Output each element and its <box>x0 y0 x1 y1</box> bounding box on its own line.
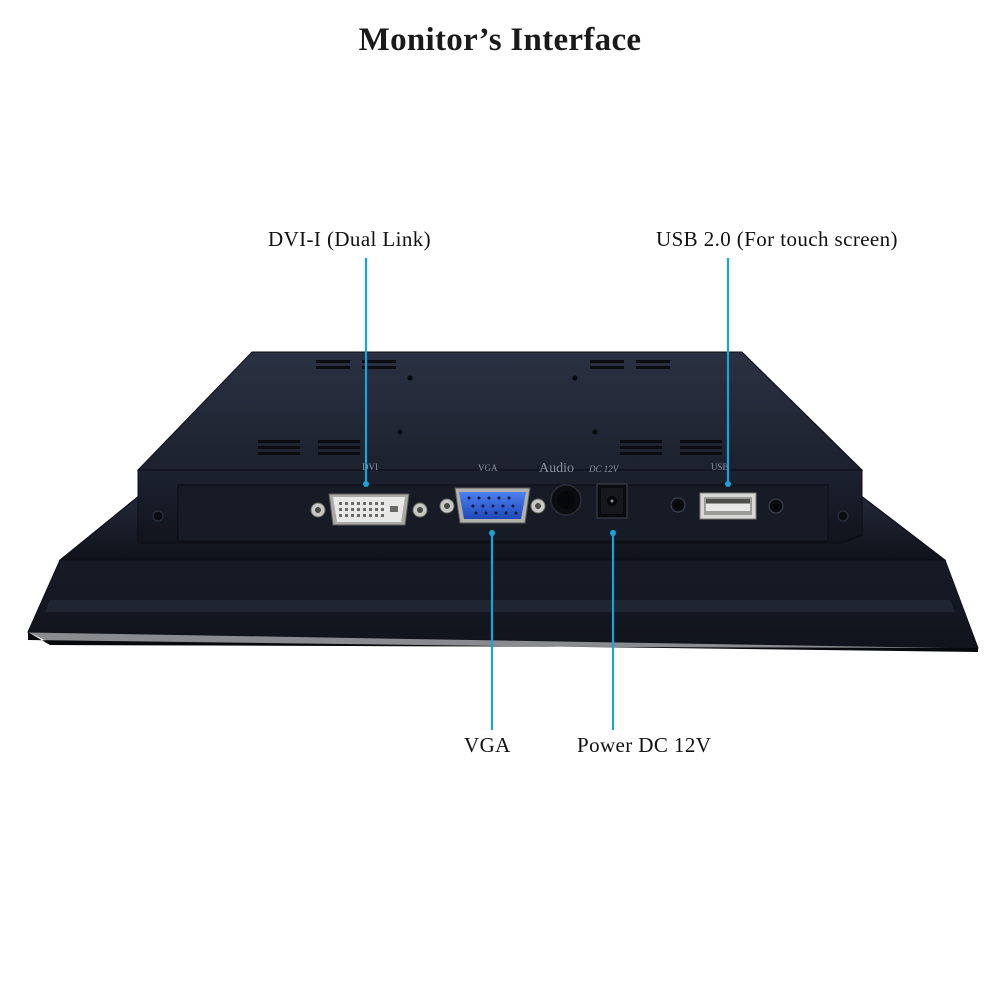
dvi-connector <box>310 493 428 526</box>
vga-callout-label: VGA <box>464 733 511 757</box>
usb-port-label: USB <box>711 462 729 472</box>
usb-connector <box>699 492 757 520</box>
panel-screws <box>152 510 849 522</box>
chassis-top <box>136 351 864 471</box>
vga-port-label: VGA <box>478 463 498 473</box>
callout-dots <box>363 481 731 536</box>
dc-power-jack <box>596 483 628 519</box>
chassis-screws-top <box>397 375 598 435</box>
dc-port-label: DC 12V <box>588 464 620 474</box>
usb-callout-label: USB 2.0 (For touch screen) <box>656 227 898 251</box>
dvi-callout-label: DVI-I (Dual Link) <box>268 227 432 251</box>
panel-holes <box>670 497 784 514</box>
page-title: Monitor’s Interface <box>358 22 642 58</box>
vent-slots <box>258 360 722 455</box>
power-callout-label: Power DC 12V <box>577 733 712 757</box>
audio-port-label: Audio <box>539 461 574 476</box>
vga-connector <box>439 487 546 524</box>
audio-jack <box>550 484 582 516</box>
callout-lines <box>364 258 730 730</box>
dvi-port-label: DVI <box>362 462 378 472</box>
